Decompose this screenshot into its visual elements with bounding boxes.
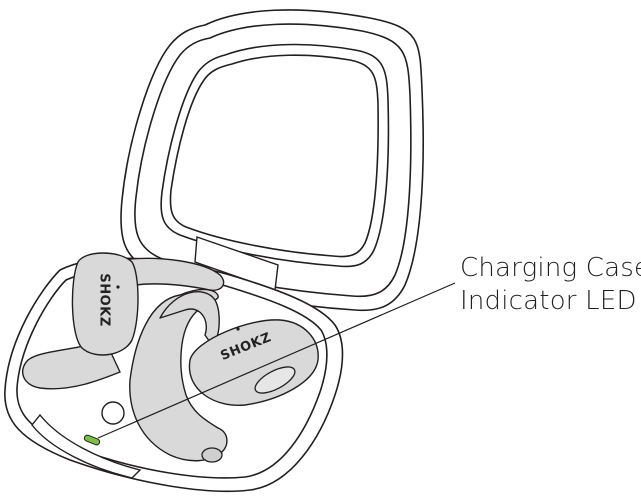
- left-earbud: [21, 252, 225, 390]
- callout-leader-line: [97, 282, 456, 439]
- callout-label-line-2: Indicator LED: [460, 286, 637, 316]
- left-earbud-logo: SHOKZ: [97, 273, 112, 326]
- right-earbud-mic-hole: [236, 327, 240, 331]
- led-indicator-icon: [83, 434, 101, 446]
- case-front-edge: [31, 413, 142, 479]
- callout-label-line-1: Charging Case: [460, 253, 641, 283]
- case-lid: [120, 9, 425, 312]
- case-button-circle: [101, 401, 125, 425]
- left-earbud-mic-hole: [116, 285, 120, 289]
- right-earbud-tip: [201, 447, 223, 463]
- right-earbud-speaker: [254, 366, 296, 394]
